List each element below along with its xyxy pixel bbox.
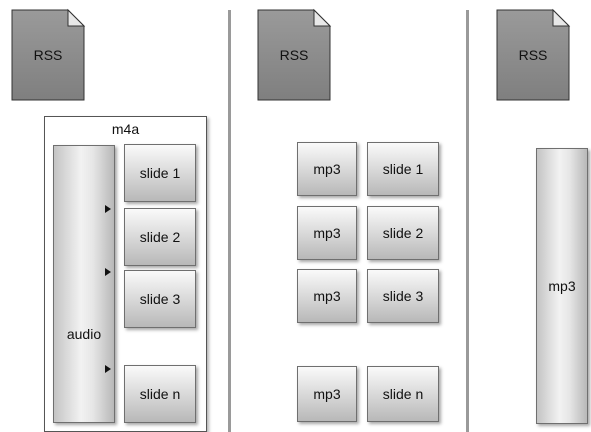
slide-box: slide 3 — [124, 270, 196, 328]
sync-arrow-icon — [105, 365, 111, 373]
m4a-label: m4a — [111, 121, 140, 137]
slide-label: slide n — [382, 386, 424, 402]
mp3-box: mp3 — [297, 206, 357, 260]
audio-label: audio — [66, 326, 102, 342]
rss-label: RSS — [33, 47, 63, 63]
slide-label: slide 2 — [382, 225, 424, 241]
rss-label: RSS — [279, 47, 309, 63]
mp3-box: mp3 — [297, 142, 357, 196]
column-separator-2 — [466, 10, 469, 432]
mp3-track: mp3 — [536, 148, 588, 424]
rss-document-icon: RSS — [257, 8, 332, 101]
mp3-box: mp3 — [297, 366, 357, 422]
rss-document-icon: RSS — [496, 8, 571, 101]
mp3-box: mp3 — [297, 269, 357, 323]
rss-label: RSS — [518, 47, 548, 63]
mp3-label: mp3 — [313, 386, 341, 402]
slide-label: slide 3 — [139, 291, 181, 307]
slide-label: slide 1 — [382, 161, 424, 177]
mp3-label: mp3 — [313, 225, 341, 241]
sync-arrow-icon — [105, 268, 111, 276]
slide-box: slide n — [124, 365, 196, 423]
audio-track: audio — [53, 145, 115, 423]
slide-box: slide 1 — [367, 142, 439, 196]
mp3-label: mp3 — [313, 161, 341, 177]
slide-box: slide n — [367, 366, 439, 422]
mp3-label: mp3 — [313, 288, 341, 304]
slide-box: slide 1 — [124, 144, 196, 202]
slide-label: slide 3 — [382, 288, 424, 304]
slide-box: slide 2 — [367, 206, 439, 260]
slide-box: slide 2 — [124, 208, 196, 266]
rss-document-icon: RSS — [11, 8, 86, 101]
slide-label: slide 2 — [139, 229, 181, 245]
column-separator-1 — [228, 10, 231, 432]
slide-label: slide 1 — [139, 165, 181, 181]
mp3-label: mp3 — [548, 278, 576, 294]
slide-label: slide n — [139, 386, 181, 402]
sync-arrow-icon — [105, 205, 111, 213]
slide-box: slide 3 — [367, 269, 439, 323]
